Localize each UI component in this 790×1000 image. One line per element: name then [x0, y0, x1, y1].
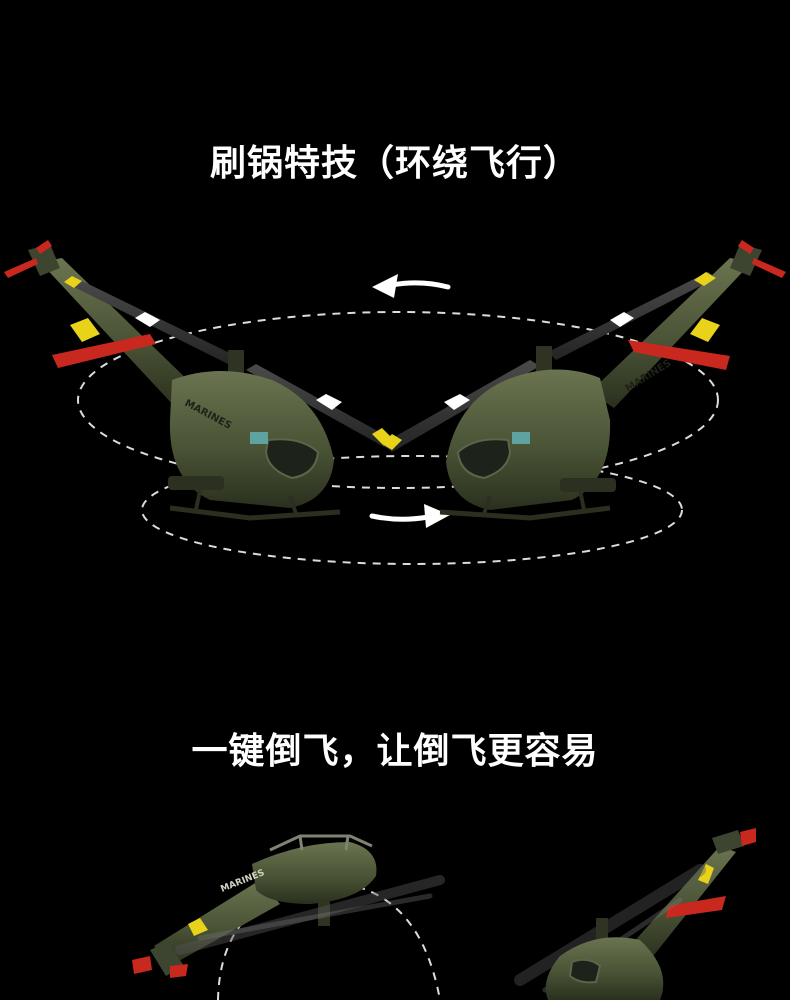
helicopter-inverted: MARINES [132, 834, 445, 978]
section-title-inverted-flight: 一键倒飞，让倒飞更容易 [191, 731, 599, 772]
arrow-left-icon [372, 274, 451, 298]
helicopter-right: MARINES [382, 240, 786, 521]
helicopter-upright [514, 828, 756, 1000]
section-title-orbit-flight: 刷锅特技（环绕飞行） [209, 143, 580, 184]
arrow-right-icon [369, 504, 450, 528]
orbit-path [77, 311, 719, 565]
helicopter-left: MARINES [4, 240, 394, 521]
